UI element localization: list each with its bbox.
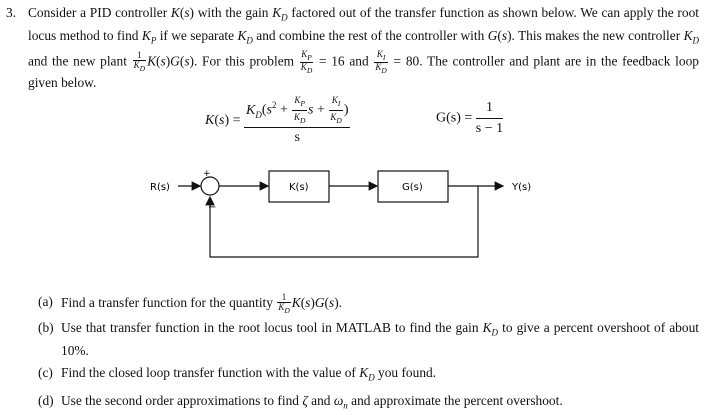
plant-lhs: G(s) =: [436, 110, 473, 126]
part-d: (d) Use the second order approximations …: [38, 392, 563, 411]
controller-denominator: s: [294, 129, 300, 145]
text-segment: Consider a PID controller: [28, 5, 168, 20]
problem-statement: 3. Consider a PID controller K(s) with t…: [6, 4, 699, 93]
plus-sign: +: [203, 169, 211, 179]
plant-block-label: G(s): [402, 182, 423, 193]
minus-sign: −: [208, 202, 216, 213]
plant-denominator: s − 1: [475, 121, 504, 136]
input-label: R(s): [150, 182, 170, 193]
problem-text: Consider a PID controller K(s) with the …: [28, 5, 699, 91]
problem-number: 3.: [6, 5, 17, 20]
output-label: Y(s): [511, 182, 531, 193]
part-b: (b) Use that transfer function in the ro…: [38, 319, 699, 358]
part-a: (a) Find a transfer function for the qua…: [38, 292, 343, 315]
text-segment: with the gain: [197, 5, 269, 20]
question-parts: (a) Find a transfer function for the qua…: [6, 293, 699, 415]
text-segment: . For this problem: [194, 53, 295, 69]
text-segment: . This makes the new controller: [511, 27, 681, 43]
plant-fraction: 1 s − 1: [475, 100, 504, 137]
controller-block-label: K(s): [289, 182, 309, 193]
plant-equation: G(s) = 1 s − 1: [436, 100, 504, 137]
summing-junction: [200, 176, 220, 196]
text-segment: and combine the rest of the controller w…: [256, 27, 485, 43]
feedback-path: [205, 186, 479, 258]
text-segment: = 80. The controller and plant are in th…: [28, 53, 699, 91]
plant-numerator: 1: [475, 100, 504, 119]
controller-lhs: K(s) =: [205, 113, 241, 129]
block-diagram: R(s) + − K(s) G(s) Y(s): [150, 169, 531, 258]
controller-block: [268, 170, 330, 203]
text-segment: and the new plant: [28, 53, 127, 69]
text-segment: = 16 and: [318, 53, 369, 69]
text-segment: factored out of the transfer function as…: [28, 5, 699, 43]
part-c: (c) Find the closed loop transfer functi…: [38, 365, 437, 384]
text-segment: if we separate: [159, 27, 235, 43]
